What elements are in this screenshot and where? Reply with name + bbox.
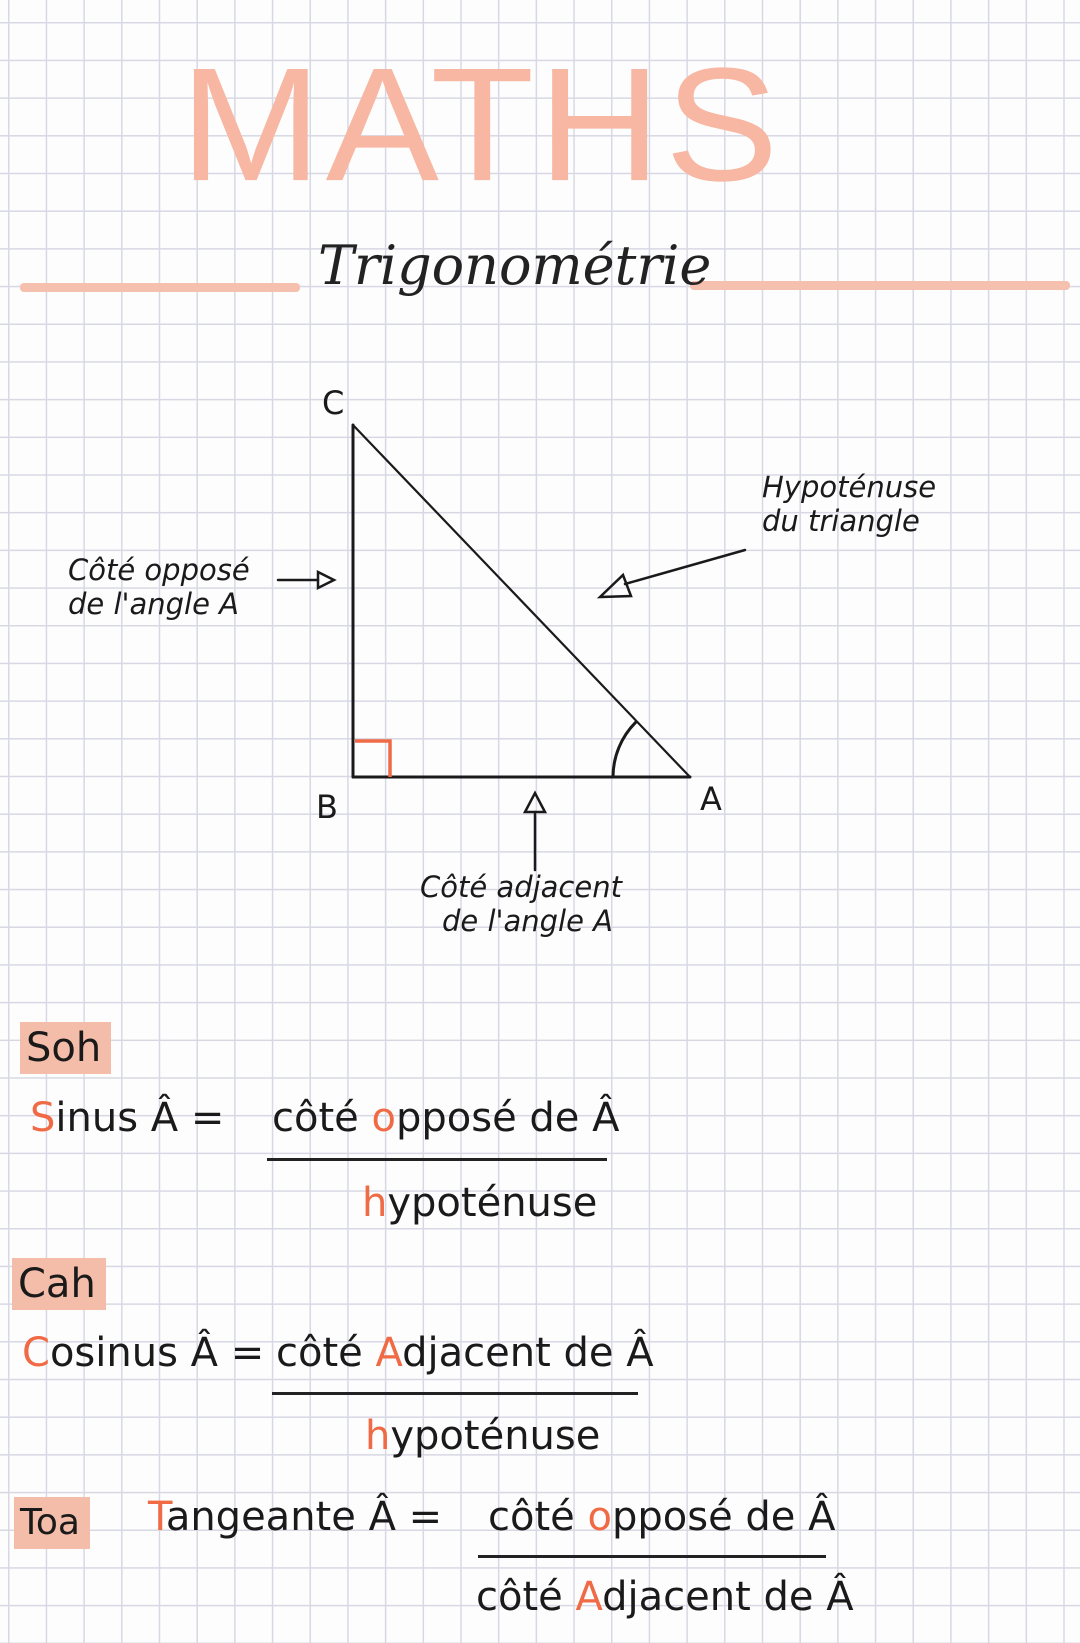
side-hypotenuse (351, 423, 692, 779)
label-opposite: Côté opposé de l'angle A (68, 553, 250, 621)
vertex-a: A (700, 780, 722, 818)
angle-arc-icon (611, 720, 638, 779)
right-angle-icon (355, 739, 392, 777)
formula-sine-numerator: côté opposé de Â (272, 1095, 620, 1141)
formula-tangent-denominator: côté Adjacent de Â (476, 1574, 854, 1620)
mnemonic-tag-cah: Cah (12, 1258, 106, 1310)
formula-cosine-denominator: hypoténuse (365, 1413, 601, 1459)
formula-tangent-numerator: côté opposé de Â (488, 1494, 836, 1540)
mnemonic-tag-toa: Toa (14, 1497, 90, 1549)
title-rule-right (690, 281, 1070, 290)
fraction-bar (478, 1555, 826, 1558)
page-title: MATHS (180, 34, 783, 216)
formula-cosine-lhs: Cosinus Â = (22, 1330, 265, 1376)
fraction-bar (272, 1392, 638, 1395)
label-adjacent: Côté adjacent de l'angle A (420, 870, 622, 938)
title-rule-left (20, 283, 300, 292)
formula-sine-denominator: hypoténuse (362, 1180, 598, 1226)
label-hypotenuse: Hypoténuse du triangle (762, 470, 937, 538)
arrow-right-icon (316, 569, 337, 591)
formula-sine-lhs: Sinus Â = (30, 1095, 225, 1141)
formula-cosine-numerator: côté Adjacent de Â (276, 1330, 654, 1376)
fraction-bar (267, 1158, 607, 1161)
arrow-left-icon (596, 572, 633, 599)
arrow-up-icon (522, 790, 548, 814)
mnemonic-tag-soh: Soh (20, 1022, 112, 1074)
vertex-c: C (322, 384, 345, 422)
formula-tangent-lhs: Tangeante Â = (148, 1494, 443, 1540)
page-subtitle: Trigonométrie (318, 234, 712, 297)
vertex-b: B (316, 788, 338, 826)
